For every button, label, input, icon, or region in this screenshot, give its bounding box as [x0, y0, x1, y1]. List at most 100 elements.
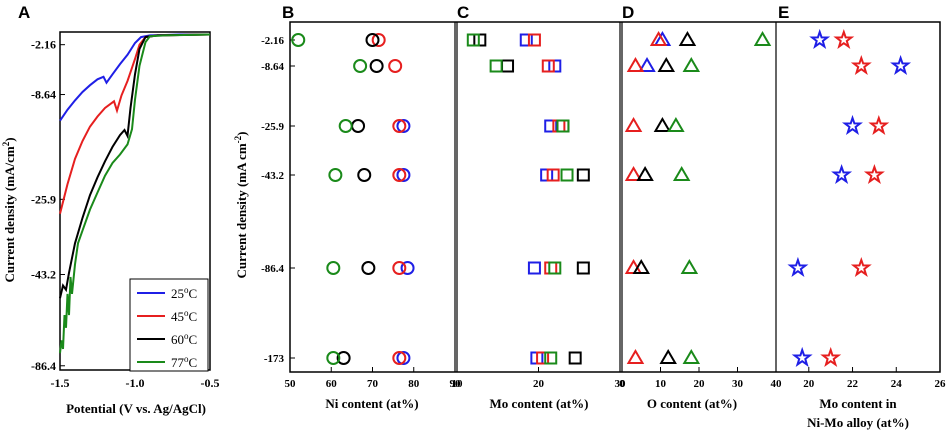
square-marker	[536, 351, 550, 365]
square-marker	[466, 33, 480, 47]
x-tick-label: 26	[935, 378, 947, 390]
x-tick-label: 10	[655, 378, 667, 390]
circle-marker	[400, 261, 415, 275]
circle-marker	[392, 351, 407, 365]
x-tick-label: 60	[326, 378, 338, 390]
bcde-y-tick-label: -25.9	[261, 121, 284, 133]
triangle-marker	[753, 31, 772, 46]
star-marker	[841, 114, 863, 135]
square-marker	[560, 168, 574, 182]
square-marker	[527, 261, 541, 275]
star-marker	[791, 346, 813, 367]
circle-marker	[338, 119, 353, 133]
legend-label: 60oC	[171, 331, 197, 347]
panel-labels: A B C D E	[18, 3, 789, 22]
triangle-marker	[653, 117, 672, 132]
x-tick-label: 30	[732, 378, 744, 390]
e-x-axis-title-line1: Mo content in	[819, 396, 897, 411]
triangle-marker	[626, 57, 645, 72]
star-marker	[850, 54, 872, 75]
circle-marker	[371, 33, 386, 47]
x-tick-label: 30	[615, 378, 627, 390]
circle-marker	[336, 351, 351, 365]
circle-marker	[388, 59, 403, 73]
square-marker	[576, 261, 590, 275]
triangle-marker	[638, 57, 656, 72]
triangle-marker	[659, 349, 677, 364]
star-marker	[868, 114, 890, 135]
square-marker	[489, 59, 503, 73]
circle-marker	[396, 351, 411, 365]
triangle-marker	[632, 259, 650, 274]
bcde-y-tick-label: -8.64	[261, 61, 284, 73]
triangle-marker	[636, 166, 654, 181]
circle-marker	[392, 119, 407, 133]
triangle-marker	[624, 166, 643, 181]
circle-marker	[396, 119, 411, 133]
circle-marker	[353, 59, 368, 73]
x-tick-label: 24	[891, 378, 903, 390]
square-marker	[556, 119, 570, 133]
circle-marker	[291, 33, 306, 47]
circle-marker	[369, 59, 384, 73]
bcde-frame	[289, 21, 941, 373]
panel-b-letter: B	[282, 3, 294, 22]
triangle-marker	[626, 349, 645, 364]
panel-a: -1.5-1.0-0.5-2.16-8.64-25.9-43.2-86.4	[31, 31, 220, 390]
a-x-axis-title: Potential (V vs. Ag/AgCl)	[66, 401, 206, 416]
square-marker	[540, 168, 554, 182]
square-marker	[527, 33, 541, 47]
a-y-tick-label: -8.64	[31, 88, 56, 102]
bcde-y-tick-label: -43.2	[261, 170, 284, 182]
square-marker	[544, 351, 558, 365]
circle-marker	[357, 168, 372, 182]
a-series-line-1	[59, 33, 211, 214]
x-tick-label: 10	[452, 378, 464, 390]
x-tick-label: 20	[694, 378, 706, 390]
panel-d-letter: D	[622, 3, 634, 22]
x-tick-label: 90	[450, 378, 462, 390]
square-marker	[548, 261, 562, 275]
d-x-axis-title: O content (at%)	[647, 396, 737, 411]
star-marker	[820, 346, 842, 367]
circle-marker	[392, 168, 407, 182]
square-marker	[546, 168, 560, 182]
star-marker	[809, 28, 831, 49]
circle-marker	[361, 261, 376, 275]
square-marker	[548, 59, 562, 73]
triangle-marker	[657, 57, 676, 72]
triangle-marker	[624, 117, 643, 132]
square-marker	[519, 33, 533, 47]
a-x-tick-label: -1.0	[126, 376, 145, 390]
circle-marker	[328, 168, 343, 182]
b-x-axis-title: Ni content (at%)	[325, 396, 418, 411]
triangle-marker	[672, 166, 691, 181]
x-tick-label: 20	[803, 378, 815, 390]
a-x-tick-label: -1.5	[51, 376, 70, 390]
circle-marker	[326, 351, 341, 365]
star-marker	[833, 28, 855, 49]
square-marker	[544, 119, 558, 133]
a-series-line-3	[59, 33, 211, 354]
star-marker	[863, 163, 885, 184]
panel-e-letter: E	[778, 3, 789, 22]
bcde-y-tick-label: -86.4	[261, 263, 284, 275]
a-x-tick-label: -0.5	[201, 376, 220, 390]
circle-marker	[326, 261, 341, 275]
square-marker	[552, 119, 566, 133]
circle-marker	[396, 168, 411, 182]
x-tick-label: 22	[847, 378, 859, 390]
a-y-tick-label: -2.16	[31, 38, 56, 52]
c-x-axis-title: Mo content (at%)	[490, 396, 589, 411]
square-marker	[556, 119, 570, 133]
triangle-marker	[682, 57, 701, 72]
star-marker	[831, 163, 853, 184]
square-marker	[473, 33, 487, 47]
x-tick-label: 0	[619, 378, 625, 390]
legend-label: 25oC	[171, 285, 197, 301]
triangle-marker	[680, 259, 699, 274]
triangle-marker	[667, 117, 685, 132]
